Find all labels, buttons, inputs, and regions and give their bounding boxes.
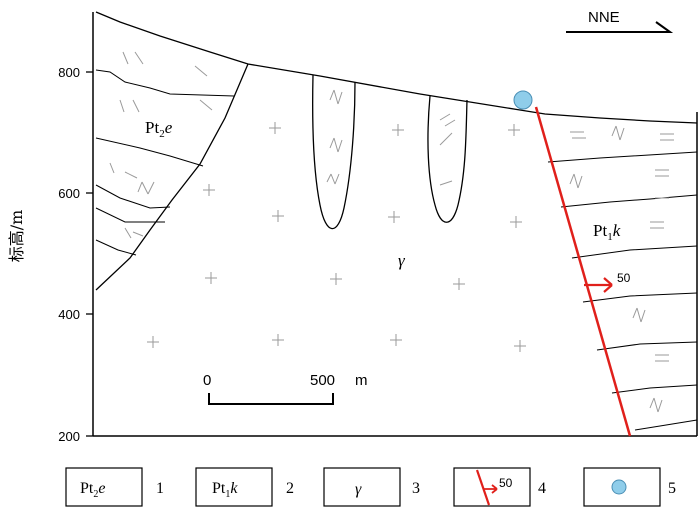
direction-label: NNE — [588, 9, 620, 26]
y-tick-label-200: 200 — [58, 429, 80, 444]
legend-dip-arrow — [484, 484, 498, 494]
pt1k-bedding — [547, 151, 698, 431]
topographic-profile — [95, 11, 698, 124]
legend-box-4 — [453, 467, 531, 507]
legend-box-2 — [195, 467, 273, 507]
legend-label-2: Pt1k — [212, 480, 238, 500]
legend-deposit-symbol — [611, 479, 627, 495]
legend-box-1 — [65, 467, 143, 507]
pt1k-label: Pt1k — [593, 221, 621, 243]
metamorphic-ornament — [109, 51, 674, 413]
pt2e-intrusive-contact — [95, 63, 249, 291]
y-tick-label-800: 800 — [58, 65, 80, 80]
legend-number-4: 4 — [538, 480, 546, 497]
y-tick-label-400: 400 — [58, 307, 80, 322]
legend-number-2: 2 — [286, 480, 294, 497]
legend-label-1: Pt2e — [80, 480, 105, 500]
granite-label: γ — [398, 251, 406, 270]
y-axis-title: 标高/m — [7, 210, 26, 263]
legend-box-3 — [323, 467, 401, 507]
legend-number-5: 5 — [668, 480, 676, 497]
fault-dip-arrow — [584, 277, 613, 293]
legend: Pt2e 1 Pt1k 2 γ 3 50 4 5 — [65, 467, 676, 507]
legend-label-3: γ — [355, 481, 362, 498]
scale-end-label: 500 — [310, 372, 335, 389]
legend-fault-symbol — [475, 469, 491, 506]
legend-number-1: 1 — [156, 480, 164, 497]
granite-apophysis-2 — [427, 95, 468, 223]
pt2e-label: Pt2e — [145, 118, 173, 140]
scale-start-label: 0 — [203, 372, 211, 389]
legend-box-5 — [583, 467, 661, 507]
granite-apophysis-1 — [312, 74, 356, 230]
pt2e-bedding — [95, 69, 235, 256]
fault-line — [534, 106, 632, 437]
granite-crosses — [147, 122, 526, 352]
scale-unit-label: m — [355, 372, 368, 389]
scale-bar — [208, 393, 334, 405]
fault-dip-label: 50 — [617, 271, 631, 285]
legend-number-3: 3 — [412, 480, 420, 497]
deposit-marker — [513, 90, 533, 110]
legend-dip-label: 50 — [499, 476, 513, 490]
direction-arrow — [566, 21, 674, 33]
y-tick-label-600: 600 — [58, 186, 80, 201]
